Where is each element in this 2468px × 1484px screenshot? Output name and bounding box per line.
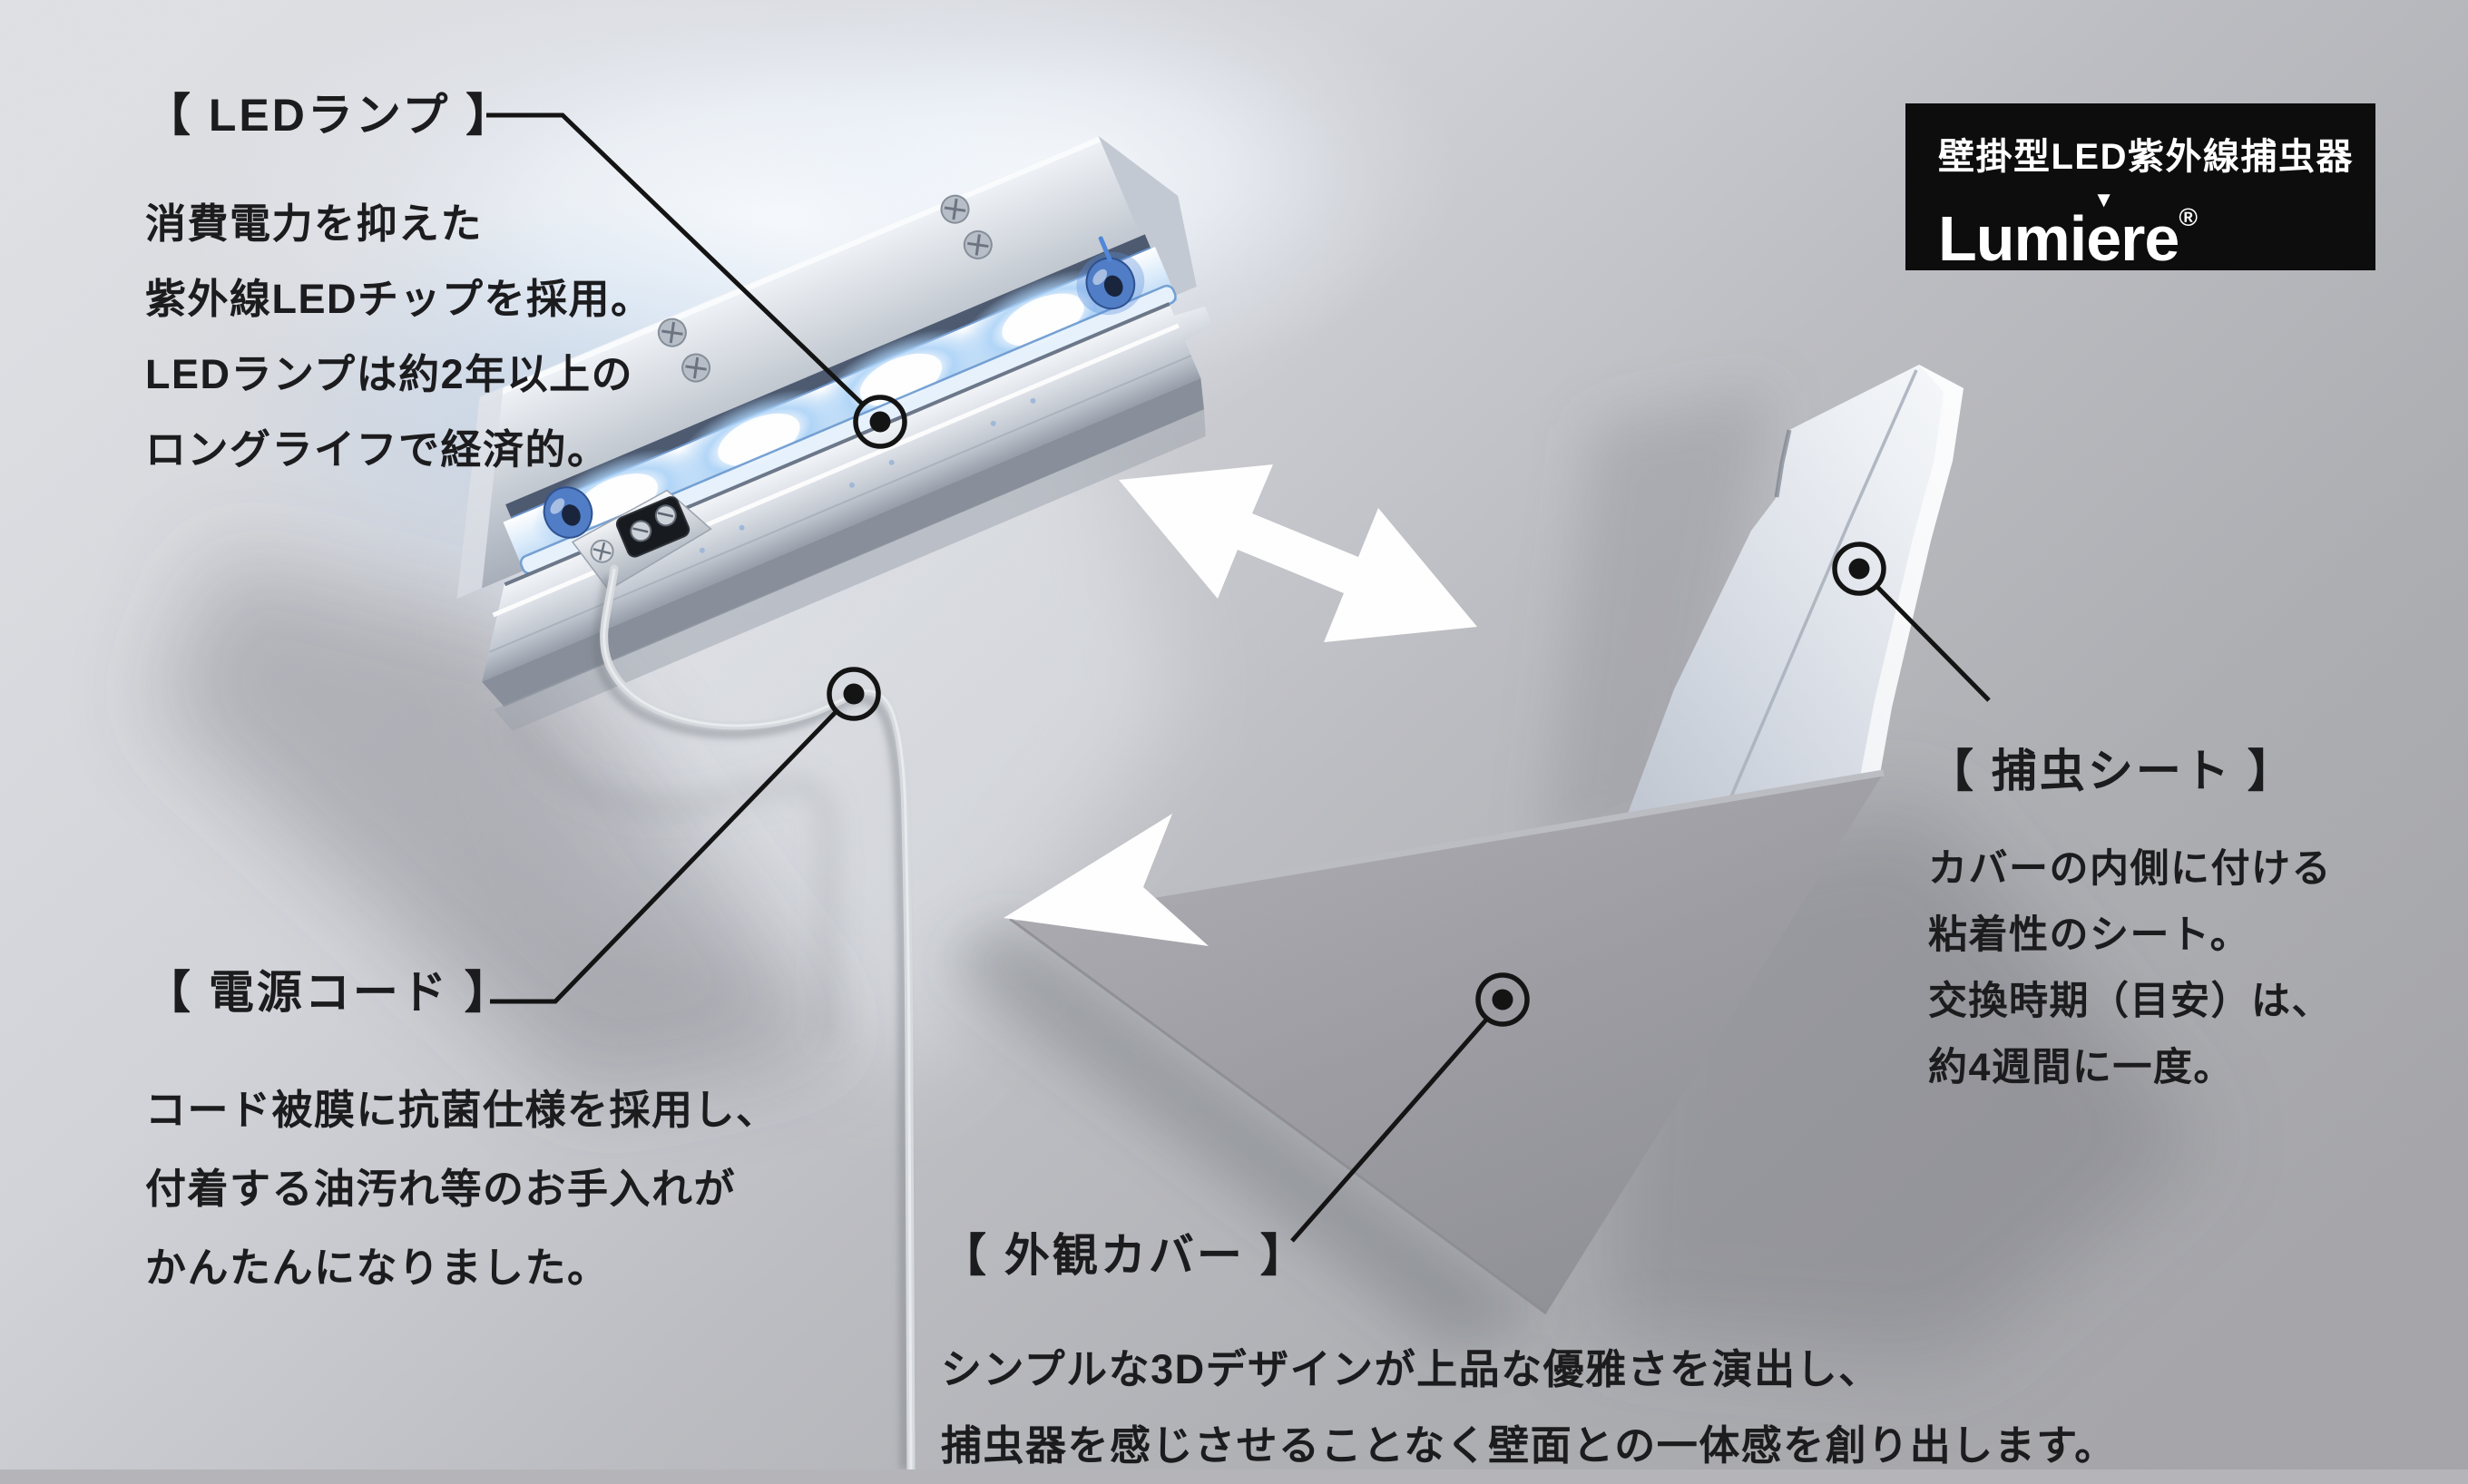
callout-sheet-line: カバーの内側に付ける: [1928, 847, 2332, 891]
callout-led-line: 消費電力を抑えた: [145, 200, 484, 247]
callout-cord-title: 【 電源コード 】: [145, 967, 513, 1018]
callout-power-cord: 【 電源コード 】 コード被膜に抗菌仕様を採用し、 付着する油汚れ等のお手入れが…: [145, 963, 779, 1307]
callout-led-lamp: 【 LEDランプ 】 消費電力を抑えた 紫外線LEDチップを採用。 LEDランプ…: [145, 86, 653, 487]
callout-led-line: ロングライフで経済的。: [145, 426, 610, 473]
target-markers: [827, 395, 1886, 1027]
callout-led-title: 【 LEDランプ 】: [145, 90, 514, 141]
callout-led-line: 紫外線LEDチップを採用。: [145, 276, 653, 322]
product-category-label: 壁掛型LED紫外線捕虫器: [1938, 137, 2354, 177]
leader-line-cord: [490, 709, 838, 1004]
brand-badge: 壁掛型LED紫外線捕虫器 Lumi▼ere®: [1905, 103, 2375, 274]
callout-cord-line: かんたんになりました。: [145, 1245, 610, 1291]
brand-logo: Lumi▼ere®: [1938, 183, 2375, 274]
callout-appearance-cover: 【 外観カバー 】 シンプルな3Dデザインが上品な優雅さを演出し、 捕虫器を感じ…: [941, 1226, 2117, 1484]
leader-line-cover: [1290, 1017, 1489, 1243]
target-marker-cover-icon: [1475, 972, 1530, 1027]
brand-logo-pre: Lumi: [1938, 203, 2087, 274]
callout-sheet-line: 約4週間に一度。: [1928, 1046, 2234, 1089]
target-marker-cord-icon: [827, 667, 881, 721]
callout-cover-title: 【 外観カバー 】: [941, 1230, 1308, 1281]
target-marker-sheet-icon: [1832, 542, 1886, 596]
callout-sheet-title: 【 捕虫シート 】: [1928, 746, 2296, 796]
callout-sheet-line: 交換時期（目安）は、: [1928, 980, 2332, 1023]
leader-line-led: [486, 112, 865, 406]
callout-cover-line: シンプルな3Dデザインが上品な優雅さを演出し、: [941, 1346, 1881, 1392]
callout-cord-line: コード被膜に抗菌仕様を採用し、: [145, 1087, 779, 1133]
target-marker-led-icon: [853, 395, 907, 449]
brand-logo-accented-letter: ▼e: [2086, 188, 2121, 274]
annotation-lines: [486, 112, 1991, 1243]
callout-cord-line: 付着する油汚れ等のお手入れが: [145, 1166, 737, 1212]
registered-trademark-icon: ®: [2179, 203, 2198, 231]
callout-sticky-sheet: 【 捕虫シート 】 カバーの内側に付ける 粘着性のシート。 交換時期（目安）は、…: [1928, 742, 2332, 1101]
brand-logo-post: re: [2120, 203, 2179, 274]
callout-sheet-line: 粘着性のシート。: [1928, 913, 2251, 957]
brand-accent-icon: ▼: [2092, 188, 2115, 212]
callout-cover-line: 捕虫器を感じさせることなく壁面との一体感を創り出します。: [941, 1422, 2117, 1469]
leader-line-sheet: [1875, 584, 1991, 702]
callout-led-line: LEDランプは約2年以上の: [145, 351, 634, 397]
